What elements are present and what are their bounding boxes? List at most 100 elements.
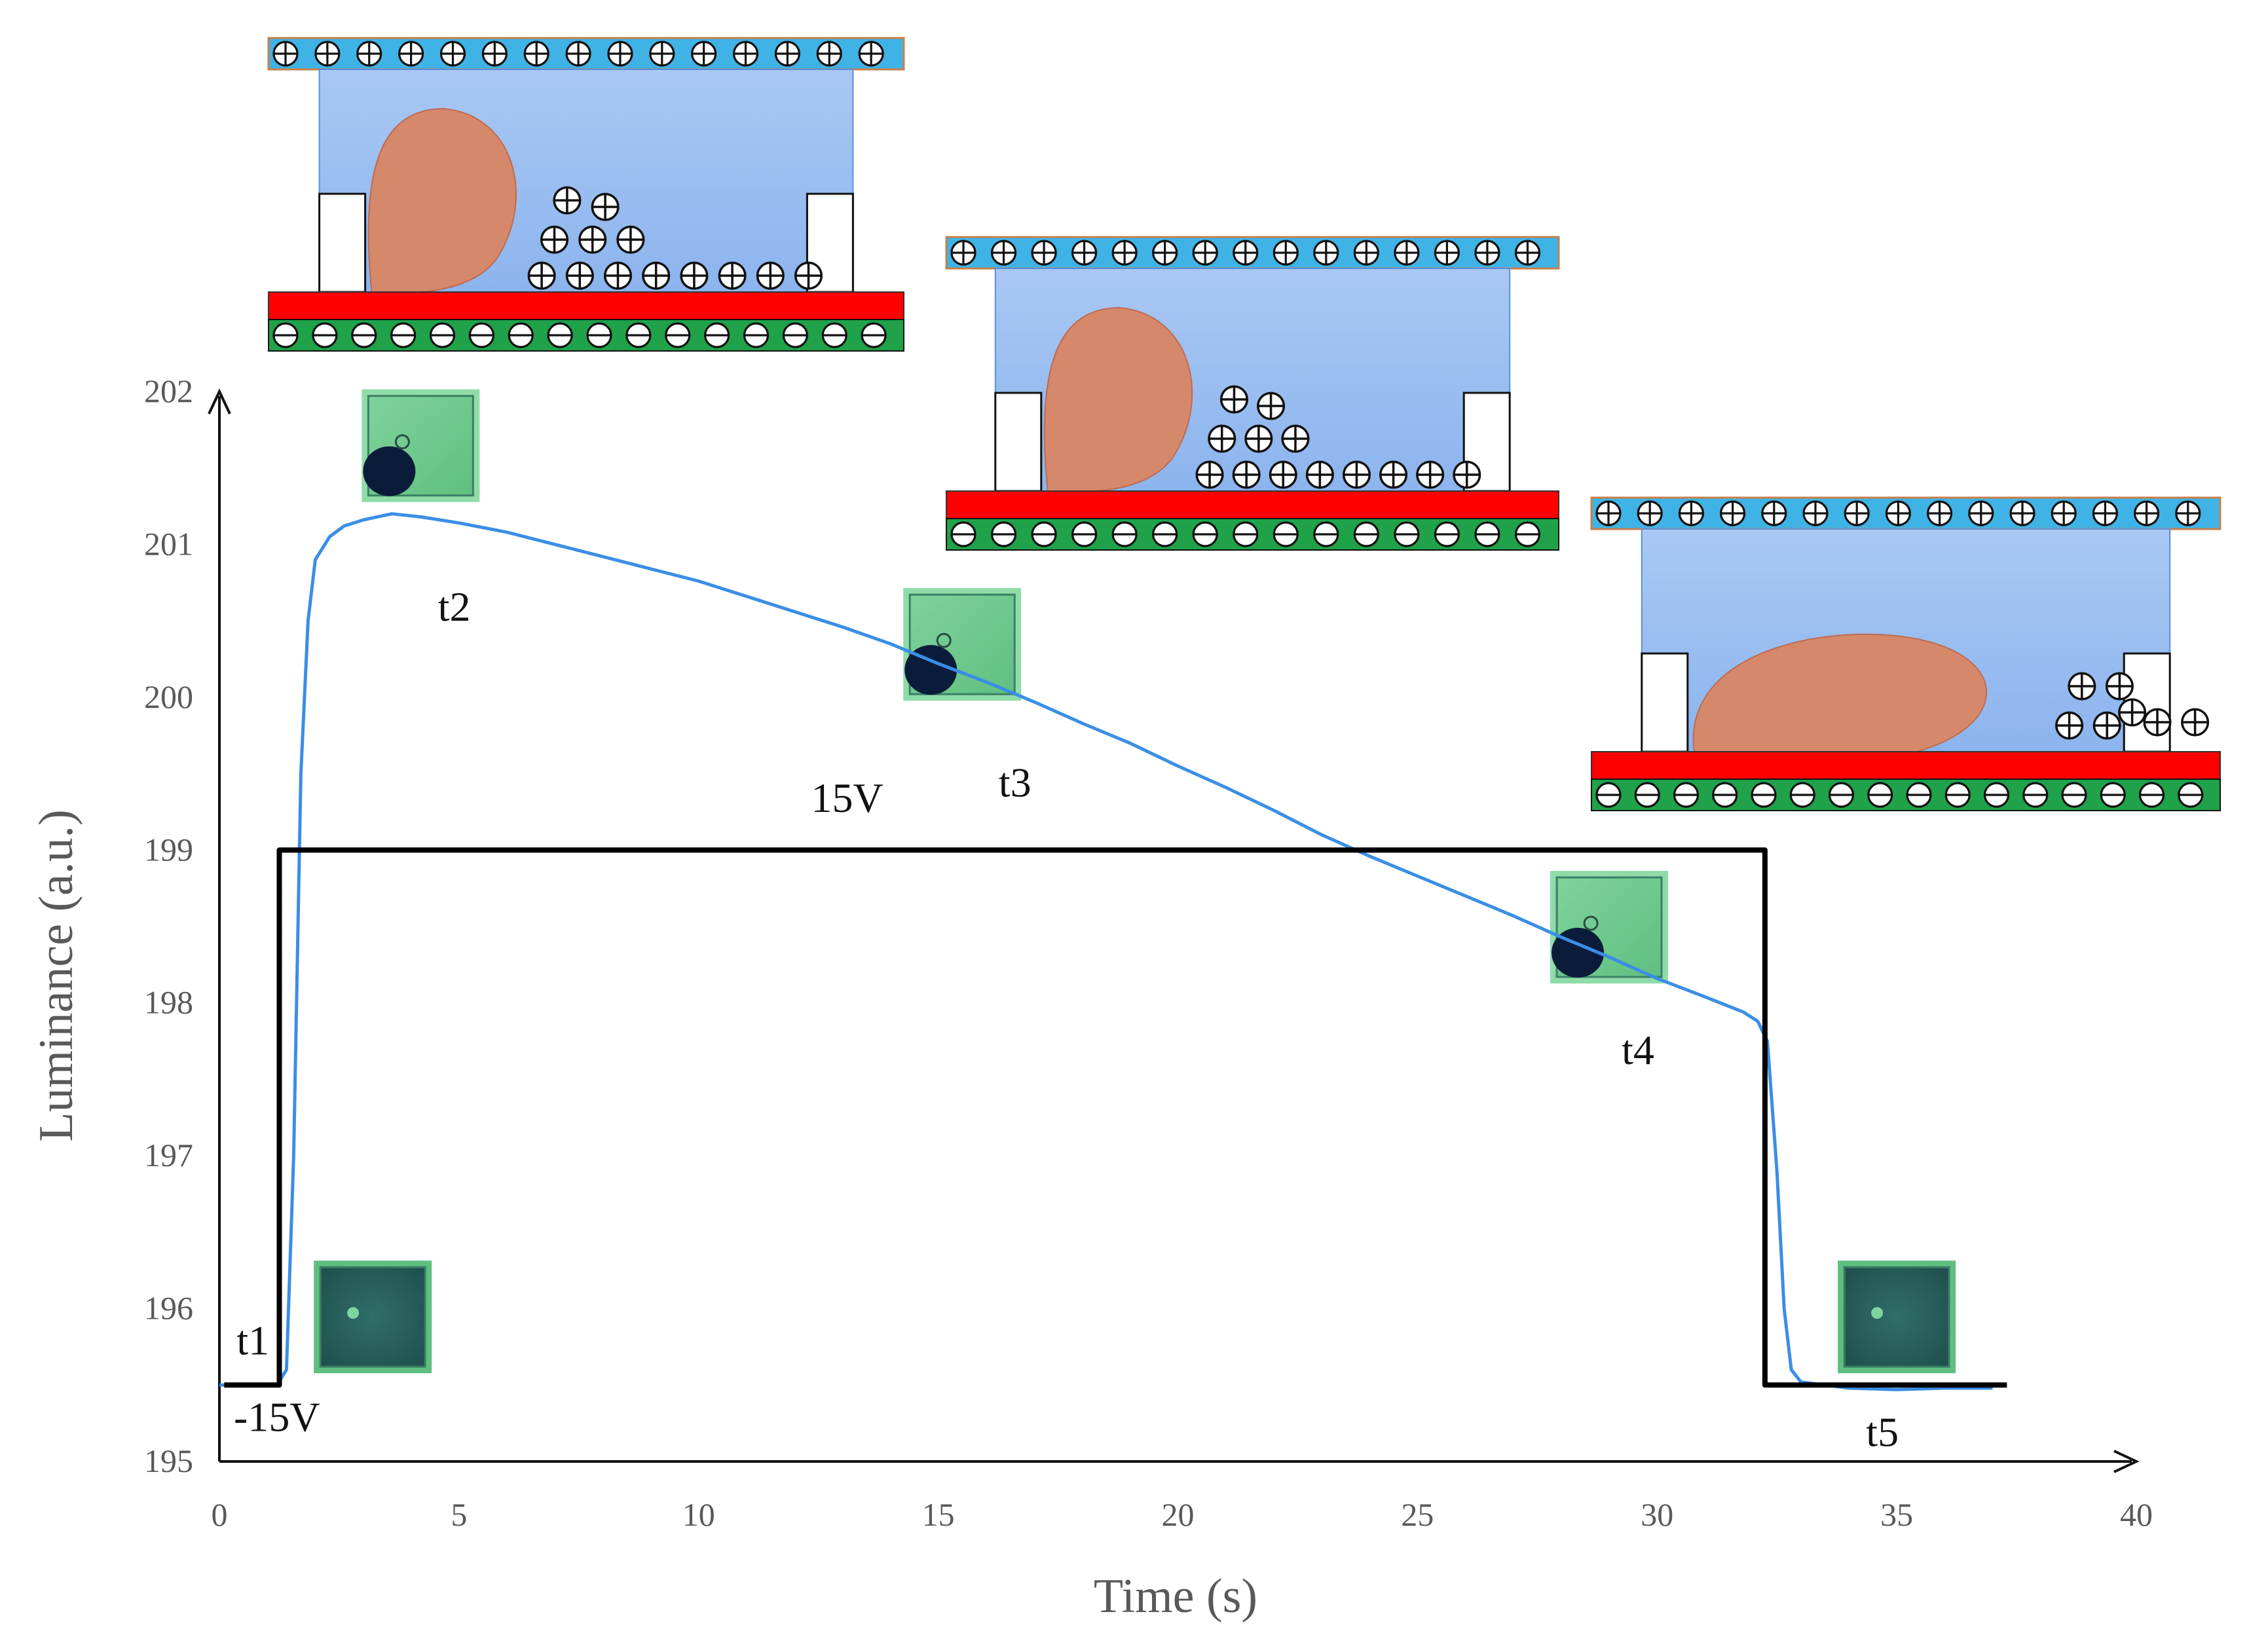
x-tick-label: 40	[2120, 1496, 2153, 1533]
minus-ion-icon	[1434, 521, 1460, 547]
minus-ion-icon	[704, 322, 730, 348]
minus-ion-icon	[1789, 782, 1815, 808]
plus-ion-icon	[616, 225, 645, 254]
minus-ion-icon	[950, 521, 976, 547]
y-axis-title: Luminance (a.u.)	[29, 809, 83, 1142]
photo-dark-spot	[363, 446, 416, 496]
minus-ion-icon	[1353, 521, 1379, 547]
plus-ion-icon	[2051, 500, 2077, 526]
minus-ion-icon	[390, 322, 417, 348]
plus-ion-icon	[732, 41, 759, 67]
minus-ion-icon	[743, 322, 770, 348]
minus-ion-icon	[468, 322, 494, 348]
data-series	[219, 512, 2007, 1391]
droplet	[1043, 306, 1193, 492]
annotation-label: t1	[236, 1317, 269, 1364]
left-spacer	[1641, 652, 1689, 753]
x-tick-label: 25	[1401, 1496, 1434, 1533]
plus-ion-icon	[642, 261, 671, 290]
plus-ion-icon	[1269, 460, 1297, 489]
plus-ion-icon	[1353, 240, 1379, 266]
x-axis-arrow	[2113, 1450, 2140, 1473]
plus-ion-icon	[481, 41, 508, 67]
plus-ion-icon	[1233, 240, 1259, 266]
plus-ion-icon	[1434, 240, 1460, 266]
photo-dot	[1583, 915, 1599, 931]
plus-ion-icon	[1244, 424, 1273, 453]
plus-ion-icon	[1342, 460, 1371, 489]
y-tick-label: 195	[144, 1442, 193, 1479]
left-spacer	[318, 193, 367, 293]
minus-ion-icon	[821, 322, 847, 348]
dielectric-layer	[1591, 751, 2221, 780]
annotation-label: -15V	[234, 1393, 320, 1440]
plus-ion-icon	[1802, 500, 1829, 526]
plus-ion-icon	[1152, 240, 1178, 266]
photo-dark-spot	[904, 645, 957, 695]
device-schematic	[945, 236, 1560, 551]
plus-ion-icon	[356, 41, 382, 67]
plus-ion-icon	[680, 261, 709, 290]
plus-ion-icon	[553, 186, 582, 215]
plus-ion-icon	[1885, 500, 1911, 526]
plus-ion-icon	[1379, 460, 1408, 489]
minus-ion-icon	[1867, 782, 1893, 808]
plus-ion-icon	[950, 240, 976, 266]
minus-ion-icon	[2138, 782, 2165, 808]
plus-ion-icon	[565, 261, 594, 290]
plus-ion-icon	[1232, 460, 1261, 489]
minus-ion-icon	[1634, 782, 1660, 808]
minus-ion-icon	[2178, 782, 2204, 808]
plus-ion-icon	[1208, 424, 1236, 453]
plus-ion-icon	[2055, 711, 2084, 740]
inset-photo	[1550, 871, 1669, 983]
minus-ion-icon	[586, 322, 612, 348]
y-axis-arrow	[208, 388, 231, 414]
plus-ion-icon	[794, 261, 823, 290]
x-tick-label: 5	[451, 1496, 467, 1533]
plus-ion-icon	[649, 41, 675, 67]
minus-ion-icon	[312, 322, 338, 348]
plus-ion-icon	[1474, 240, 1500, 266]
x-tick-label: 0	[212, 1496, 228, 1533]
minus-ion-icon	[1394, 521, 1420, 547]
plus-ion-icon	[2175, 500, 2201, 526]
plus-ion-icon	[1071, 240, 1098, 266]
plus-ion-icon	[1720, 500, 1746, 526]
minus-ion-icon	[429, 322, 456, 348]
plus-ion-icon	[1281, 424, 1310, 453]
plus-ion-icon	[272, 41, 299, 67]
dielectric-layer	[946, 490, 1559, 519]
minus-ion-icon	[547, 322, 573, 348]
device-schematic	[267, 37, 905, 352]
minus-ion-icon	[1751, 782, 1777, 808]
photo-dot	[394, 434, 410, 450]
minus-ion-icon	[1313, 521, 1339, 547]
minus-ion-icon	[665, 322, 691, 348]
plus-ion-icon	[2134, 500, 2160, 526]
inset-photo	[362, 389, 480, 502]
annotation-label: t3	[999, 760, 1032, 806]
plus-ion-icon	[1927, 500, 1953, 526]
plus-ion-icon	[1219, 385, 1249, 414]
plus-ion-icon	[1761, 500, 1787, 526]
plus-ion-icon	[1305, 460, 1334, 489]
minus-ion-icon	[1474, 521, 1500, 547]
inset-photos	[314, 389, 1956, 1374]
minus-ion-icon	[351, 322, 377, 348]
plus-ion-icon	[2143, 708, 2172, 737]
plus-ion-icon	[1273, 240, 1299, 266]
inset-photo	[1838, 1260, 1956, 1374]
minus-ion-icon	[1712, 782, 1738, 808]
plus-ion-icon	[540, 225, 569, 254]
plus-ion-icon	[1031, 240, 1057, 266]
minus-ion-icon	[1983, 782, 2010, 808]
y-tick-label: 197	[144, 1137, 193, 1173]
voltage-waveform-line	[224, 847, 2007, 1388]
axes	[208, 388, 2140, 1473]
plus-ion-icon	[2068, 672, 2096, 701]
plus-ion-icon	[756, 261, 785, 290]
minus-ion-icon	[1273, 521, 1299, 547]
